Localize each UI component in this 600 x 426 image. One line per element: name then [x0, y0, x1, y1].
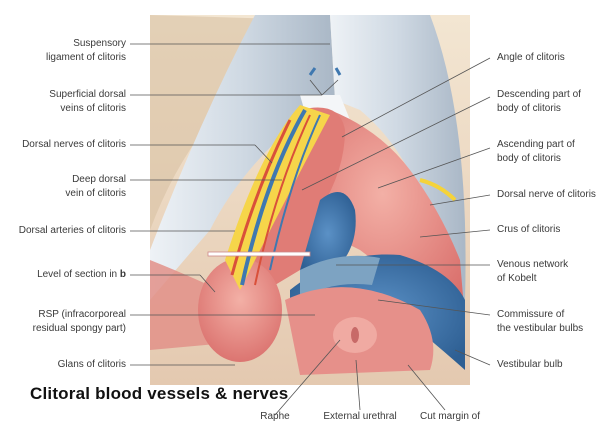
label-ascending-part: Ascending part of body of clitoris: [497, 138, 575, 166]
label-line1: Dorsal nerves of clitoris: [22, 139, 126, 150]
section-level-bar: [207, 251, 311, 257]
ligament-fibers-left: [150, 15, 335, 300]
label-line2: of Kobelt: [497, 273, 537, 284]
label-line1: Ascending part of: [497, 139, 575, 150]
label-line2: ligament of clitoris: [45, 52, 126, 63]
label-vestibular-bulb: Vestibular bulb: [497, 358, 563, 372]
label-line2: body of clitoris: [497, 153, 561, 164]
label-line2: residual spongy part): [32, 323, 126, 334]
label-raphe: Raphe: [250, 410, 300, 424]
label-dorsal-arteries: Dorsal arteries of clitoris: [19, 224, 126, 238]
label-angle: Angle of clitoris: [497, 51, 565, 65]
label-bold: b: [119, 269, 126, 280]
label-line1: External urethral: [323, 411, 397, 422]
label-urethral-meatus: External urethral: [310, 410, 410, 424]
label-level-of-section: Level of section in b: [37, 268, 126, 282]
label-line1: Vestibular bulb: [497, 359, 563, 370]
caption-title: Clitoral blood vessels & nerves: [30, 384, 289, 403]
label-line1: Suspensory: [73, 38, 126, 49]
label-line2: body of clitoris: [497, 103, 561, 114]
label-suspensory-ligament: Suspensory ligament of clitoris: [46, 37, 126, 65]
label-line2: the vestibular bulbs: [497, 323, 584, 334]
label-line2: vein of clitoris: [65, 188, 126, 199]
label-venous-network: Venous network of Kobelt: [497, 258, 568, 286]
label-line1: Dorsal nerve of clitoris: [497, 189, 596, 200]
label-line1: Cut margin of: [419, 411, 481, 422]
label-line1: Raphe: [260, 411, 290, 422]
label-line1: Crus of clitoris: [497, 224, 561, 235]
label-cut-margin: Cut margin of: [410, 410, 490, 424]
label-line1: Deep dorsal: [72, 174, 126, 185]
label-superficial-dorsal-veins: Superficial dorsal veins of clitoris: [49, 88, 126, 116]
ligament-fibers-right: [330, 15, 466, 300]
label-line1: Descending part of: [497, 89, 581, 100]
label-line1: Superficial dorsal: [49, 89, 126, 100]
label-dorsal-nerves: Dorsal nerves of clitoris: [22, 138, 126, 152]
label-rsp: RSP (infracorporeal residual spongy part): [33, 308, 126, 336]
label-line2: veins of clitoris: [60, 103, 126, 114]
label-line1: Glans of clitoris: [57, 359, 126, 370]
label-glans: Glans of clitoris: [58, 358, 126, 372]
deep-dorsal-vein-shape: [240, 109, 307, 286]
label-line1: RSP (infracorporeal: [38, 309, 126, 320]
glans-shape: [198, 258, 282, 362]
label-commissure: Commissure of the vestibular bulbs: [497, 308, 583, 336]
leader-lines: [130, 43, 491, 416]
label-deep-dorsal-vein: Deep dorsal vein of clitoris: [65, 173, 126, 201]
label-line1: Angle of clitoris: [497, 52, 565, 63]
label-dorsal-nerve: Dorsal nerve of clitoris: [497, 188, 596, 202]
label-crus: Crus of clitoris: [497, 223, 560, 237]
commissure-shape: [300, 255, 380, 300]
label-line1: Level of section in: [37, 269, 120, 280]
label-line1: Commissure of: [497, 309, 565, 320]
label-line1: Dorsal arteries of clitoris: [18, 225, 126, 236]
label-line1: Venous network: [497, 259, 569, 270]
venous-network-kobelt: [300, 192, 356, 275]
label-descending-part: Descending part of body of clitoris: [497, 88, 581, 116]
illustration-body: [150, 15, 470, 385]
